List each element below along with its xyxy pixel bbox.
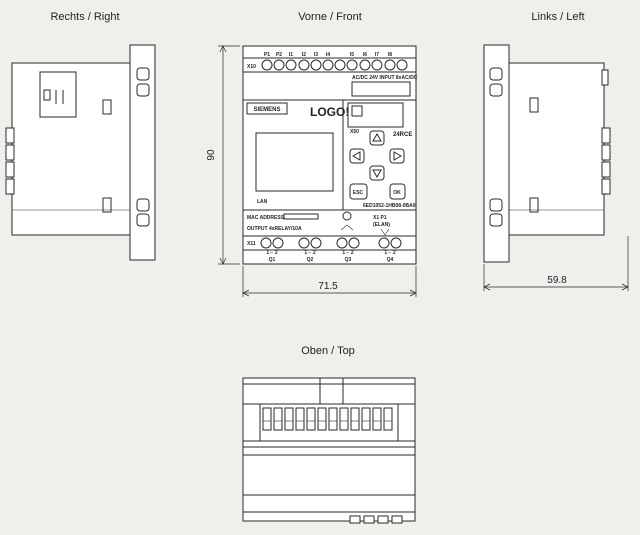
top-terminal-slot	[383, 407, 393, 431]
mac-label: MAC ADDRESS	[247, 215, 285, 221]
part-number: 6ED1052-1HB08-0BA0	[363, 203, 416, 209]
output-terminal-screw	[348, 237, 360, 249]
product-logo: LOGO!	[310, 105, 349, 119]
down-key[interactable]	[369, 165, 385, 181]
input-terminal-row: P1 P2 I1 I2 I3 I4 I5 I6 I7 I8	[261, 52, 408, 71]
output-contact-label: 1 ⌐ 2	[384, 250, 395, 256]
left-side-view	[483, 44, 611, 263]
input-terminal-screw	[273, 59, 285, 71]
up-key[interactable]	[369, 130, 385, 146]
height-value: 90	[206, 149, 217, 161]
output-terminal-screw	[390, 237, 402, 249]
front-view: X10 P1 P2 I1 I2 I3 I4 I5 I6 I7 I8 AC/DC 24V INPUT…	[242, 45, 418, 265]
input-terminal-label: I4	[326, 52, 330, 58]
top-terminal-slot	[306, 407, 316, 431]
input-terminal-label: I6	[363, 52, 367, 58]
esc-key[interactable]	[349, 183, 368, 200]
input-terminal-label: P1	[264, 52, 270, 58]
input-terminal-screw	[322, 59, 334, 71]
top-terminal-slot	[339, 407, 349, 431]
output-terminal-screw	[310, 237, 322, 249]
output-label: Q3	[345, 257, 352, 263]
top-terminal-slot	[350, 407, 360, 431]
top-terminal-row	[262, 407, 393, 431]
ok-key[interactable]	[389, 183, 406, 200]
output-spec: OUTPUT 4xRELAY/10A	[247, 226, 302, 232]
width-value: 71.5	[318, 281, 338, 292]
right-view-title: Rechts / Right	[50, 11, 119, 23]
top-terminal-slot	[317, 407, 327, 431]
output-contact-label: 1 ⌐ 2	[304, 250, 315, 256]
depth-value: 59.8	[547, 275, 567, 286]
input-terminal-label: I7	[375, 52, 379, 58]
ok-label: OK	[393, 190, 401, 196]
output-contact-label: 1 ⌐ 2	[266, 250, 277, 256]
right-key[interactable]	[389, 148, 405, 164]
output-terminal-screw	[298, 237, 310, 249]
input-block-label: X10	[247, 64, 256, 70]
output-contact-label: 1 ⌐ 2	[342, 250, 353, 256]
top-terminal-slot	[295, 407, 305, 431]
input-terminal-screw	[285, 59, 297, 71]
input-spec: AC/DC 24V INPUT 8xAC/DC	[352, 75, 418, 81]
left-view-title: Links / Left	[531, 11, 584, 23]
brand-logo: SIEMENS	[253, 107, 280, 113]
left-key[interactable]	[349, 148, 365, 164]
top-terminal-slot	[262, 407, 272, 431]
output-terminal-screw	[260, 237, 272, 249]
input-terminal-screw	[310, 59, 322, 71]
input-terminal-screw	[371, 59, 383, 71]
top-view-title: Oben / Top	[301, 345, 355, 357]
output-label: Q4	[387, 257, 394, 263]
top-terminal-slot	[361, 407, 371, 431]
top-terminal-slot	[372, 407, 382, 431]
input-terminal-screw	[384, 59, 396, 71]
input-terminal-label: I3	[314, 52, 318, 58]
output-label: Q2	[307, 257, 314, 263]
right-side-view	[5, 44, 156, 261]
top-terminal-slot	[284, 407, 294, 431]
output-block-label: X11	[247, 241, 256, 247]
input-terminal-label: I1	[289, 52, 293, 58]
height-dimension: 90	[206, 45, 240, 265]
input-terminal-label: I2	[302, 52, 306, 58]
port-label: X1 P1	[373, 215, 387, 221]
input-terminal-screw	[298, 59, 310, 71]
variant-label: 24RCE	[393, 132, 412, 138]
lan-label: LAN	[257, 199, 268, 205]
output-terminal-screw	[378, 237, 390, 249]
input-terminal-screw	[261, 59, 273, 71]
top-view	[242, 377, 416, 524]
input-terminal-label: I8	[388, 52, 392, 58]
depth-dimension: 59.8	[483, 236, 629, 291]
output-terminal-screw	[272, 237, 284, 249]
output-label: Q1	[269, 257, 276, 263]
input-terminal-label: I5	[350, 52, 354, 58]
input-terminal-screw	[396, 59, 408, 71]
input-terminal-screw	[359, 59, 371, 71]
card-slot-label: X50	[350, 129, 359, 135]
esc-label: ESC	[353, 190, 364, 196]
input-terminal-screw	[346, 59, 358, 71]
top-terminal-slot	[273, 407, 283, 431]
width-dimension: 71.5	[242, 266, 417, 297]
front-view-title: Vorne / Front	[298, 11, 362, 23]
input-terminal-label: P2	[276, 52, 282, 58]
port-sub-label: (ELAN)	[373, 222, 390, 228]
input-terminal-screw	[334, 59, 346, 71]
output-terminal-screw	[336, 237, 348, 249]
top-terminal-slot	[328, 407, 338, 431]
